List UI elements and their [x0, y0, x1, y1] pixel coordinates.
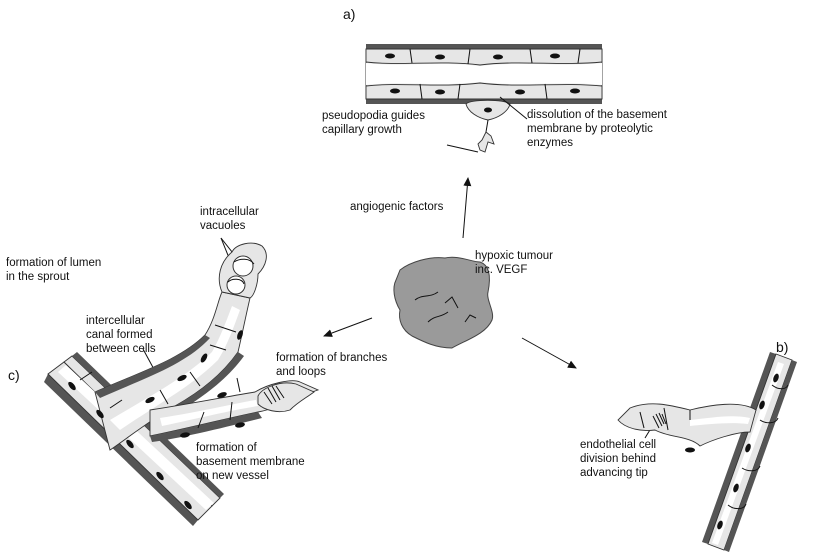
label-canal: intercellular canal formed between cells: [86, 315, 156, 355]
label-vacuoles: intracellular vacuoles: [200, 206, 262, 232]
arrow-to-c: [324, 318, 372, 336]
arrow-to-a: [463, 178, 468, 238]
label-dissolution: dissolution of the basement membrane by …: [527, 109, 670, 149]
vessel-b: [685, 352, 797, 552]
arrows: [143, 97, 656, 438]
arrow-to-b: [522, 338, 576, 368]
sprout-tip-a: [466, 100, 510, 152]
panel-a-label: a): [343, 6, 355, 22]
label-tumour: hypoxic tumour inc. VEGF: [475, 250, 556, 276]
panel-b-label: b): [776, 339, 788, 355]
panel-c-label: c): [8, 367, 20, 383]
label-branches: formation of branches and loops: [276, 352, 390, 378]
vacuole-2: [227, 276, 245, 294]
label-basement: formation of basement membrane on new ve…: [196, 442, 308, 482]
vessel-a: [366, 44, 602, 104]
label-angiogenic-factors: angiogenic factors: [350, 201, 444, 213]
label-division: endothelial cell division behind advanci…: [580, 439, 659, 479]
label-pseudopodia: pseudopodia guides capillary growth: [322, 110, 428, 136]
label-lumen: formation of lumen in the sprout: [6, 257, 104, 283]
